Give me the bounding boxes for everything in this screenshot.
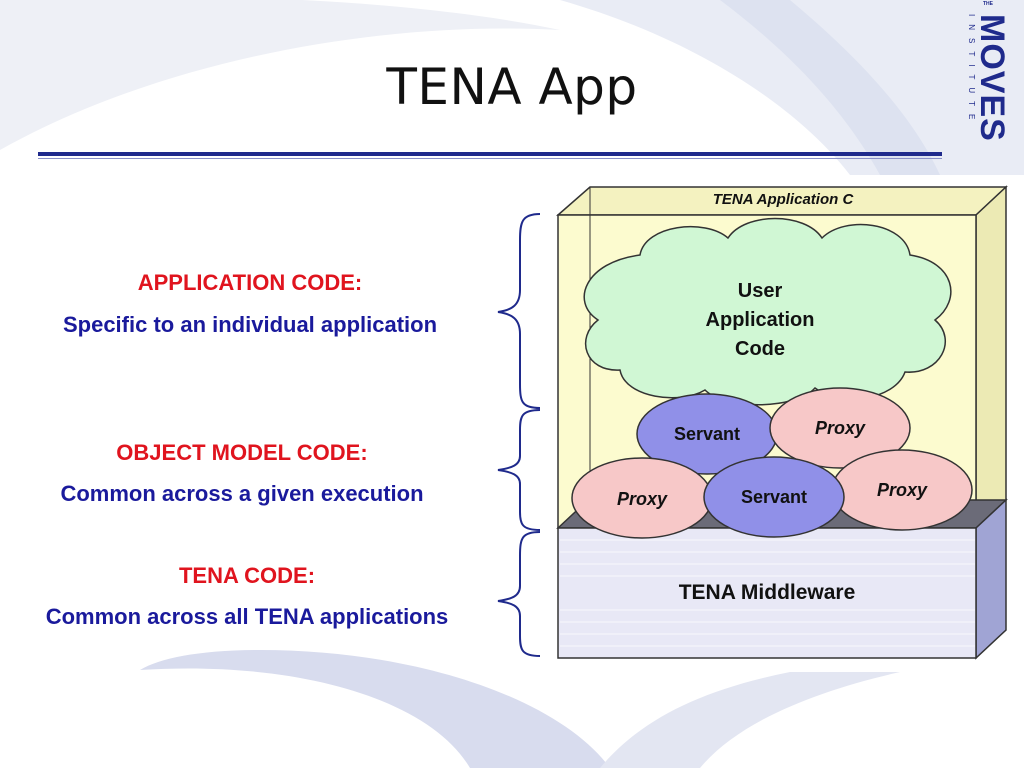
object-model-code-desc: Common across a given execution	[60, 481, 424, 506]
proxy-top-label: Proxy	[814, 418, 866, 438]
brace-application	[497, 213, 541, 409]
brace-object-model	[497, 409, 541, 531]
proxy-left-label: Proxy	[616, 489, 668, 509]
middleware-front	[557, 527, 977, 659]
page-title: TENA App	[386, 58, 638, 116]
logo-the-text: THE	[983, 1, 993, 7]
application-code-desc: Specific to an individual application	[62, 312, 438, 337]
middleware-side	[975, 498, 1007, 660]
object-model-code-heading: OBJECT MODEL CODE:	[116, 440, 368, 465]
app-box-label: TENA Application C	[712, 191, 854, 208]
cloud-label-line1: User	[737, 280, 783, 302]
title-underline-thin	[38, 158, 942, 159]
servant-bottom-ellipse	[703, 456, 845, 538]
servant-bottom-label: Servant	[740, 487, 808, 507]
tena-code-desc: Common across all TENA applications	[45, 604, 449, 629]
tena-code-heading: TENA CODE:	[178, 563, 316, 588]
proxy-right-label: Proxy	[876, 480, 928, 500]
title-underline	[38, 152, 942, 156]
servant-top-label: Servant	[673, 424, 741, 444]
app-box-side	[975, 185, 1007, 530]
cloud-label-line3: Code	[735, 338, 785, 360]
application-code-heading: APPLICATION CODE:	[137, 270, 363, 295]
brace-tena	[497, 531, 541, 657]
middleware-label: TENA Middleware	[678, 581, 856, 604]
cloud-label-line2: Application	[705, 309, 815, 331]
user-application-cloud	[583, 217, 952, 406]
proxy-top-ellipse	[769, 387, 911, 469]
